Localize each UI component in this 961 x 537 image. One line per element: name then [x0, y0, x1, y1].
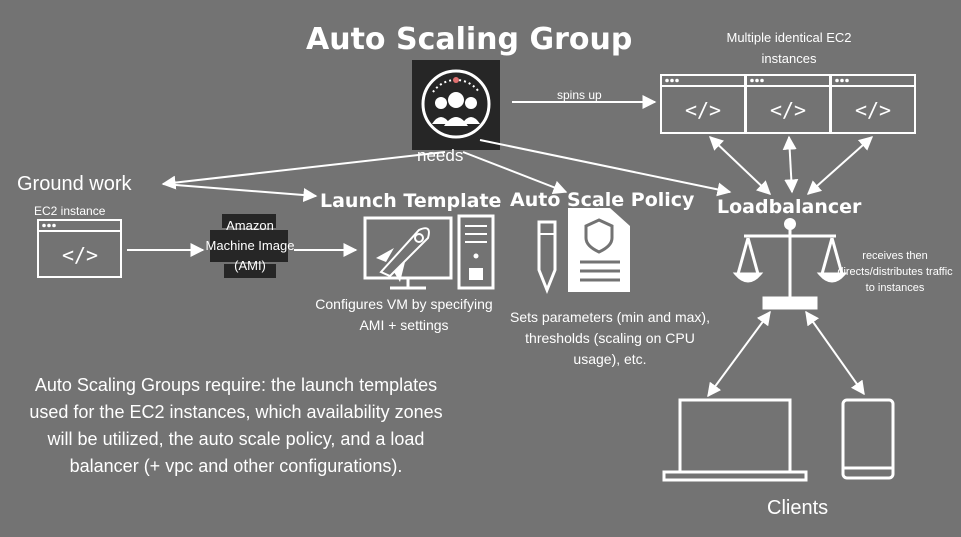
code-glyph-2: </>	[770, 98, 806, 122]
load-balancer-scale-icon	[732, 226, 848, 310]
ec2-instance-window-left	[37, 219, 122, 278]
launch-template-icon	[363, 214, 495, 290]
auto-scale-policy-icon	[537, 208, 630, 295]
ami-label: Amazon Machine Image (AMI)	[205, 218, 295, 273]
laptop-icon	[662, 398, 808, 482]
lb-client-arrows	[707, 310, 865, 398]
summary-text: Auto Scaling Groups require: the launch …	[29, 375, 443, 476]
auto-scale-policy-label: Auto Scale Policy	[510, 189, 695, 211]
needs-label: needs	[417, 146, 464, 165]
code-glyph-3: </>	[855, 98, 891, 122]
loadbalancer-label: Loadbalancer	[717, 196, 862, 218]
launch-template-label: Launch Template	[320, 190, 502, 212]
ami-icon	[210, 214, 288, 278]
ec2-instance-label: EC2 instance	[34, 204, 106, 218]
code-glyph-1: </>	[685, 98, 721, 122]
auto-scaling-group-icon	[412, 60, 500, 150]
lb-instance-arrows	[708, 135, 874, 195]
launch-template-desc: Configures VM by specifying AMI + settin…	[315, 296, 493, 333]
instances-label: Multiple identical EC2 instances	[726, 30, 852, 66]
page-title: Auto Scaling Group	[306, 22, 633, 57]
ec2-instance-window-3	[830, 74, 916, 134]
clients-label: Clients	[767, 497, 829, 519]
needs-arrows	[161, 139, 732, 202]
ground-work-label: Ground work	[17, 173, 132, 195]
scale-top-knob	[784, 218, 796, 230]
code-glyph-left: </>	[62, 243, 98, 267]
phone-icon	[841, 398, 895, 480]
spins-up-label: spins up	[557, 88, 602, 102]
auto-scale-policy-desc: Sets parameters (min and max), threshold…	[510, 309, 710, 367]
loadbalancer-desc: receives then directs/distributes traffi…	[837, 250, 953, 294]
